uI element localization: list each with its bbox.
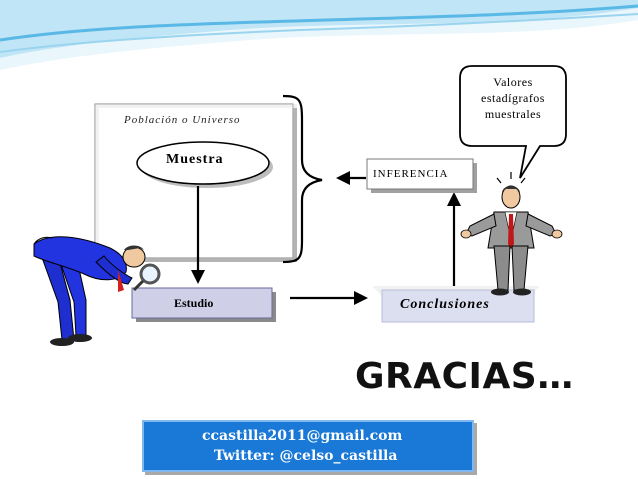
contact-box: ccastilla2011@gmail.com Twitter: @celso_… [142,420,474,472]
curly-brace [282,94,323,264]
bubble-text: Valores estadígrafos muestrales [460,74,566,122]
inference-box [366,158,477,193]
conclusions-label: Conclusiones [400,297,490,312]
sample-ellipse [136,141,273,188]
contact-twitter[interactable]: Twitter: @celso_castilla [214,448,398,464]
header-wave [0,0,638,70]
thanks-heading: GRACIAS… [355,356,574,397]
bubble-line-1: Valores [493,75,533,89]
bubble-line-3: muestrales [484,107,542,121]
bubble-line-2: estadígrafos [481,91,545,105]
study-label: Estudio [174,296,214,310]
arrow-sample-to-study [191,186,205,284]
study-box [131,287,276,322]
inference-label: INFERENCIA [373,168,449,180]
sample-label: Muestra [166,152,224,167]
man-with-magnifier-illustration [33,236,161,346]
presenter-man-illustration [460,172,563,296]
arrow-conclusions-to-inference [447,192,461,288]
population-label: Población o Universo [124,114,241,126]
arrow-inference-to-population [336,171,366,185]
speech-bubble [459,65,567,179]
contact-email[interactable]: ccastilla2011@gmail.com [202,428,403,444]
arrow-study-to-conclusions [290,291,368,305]
